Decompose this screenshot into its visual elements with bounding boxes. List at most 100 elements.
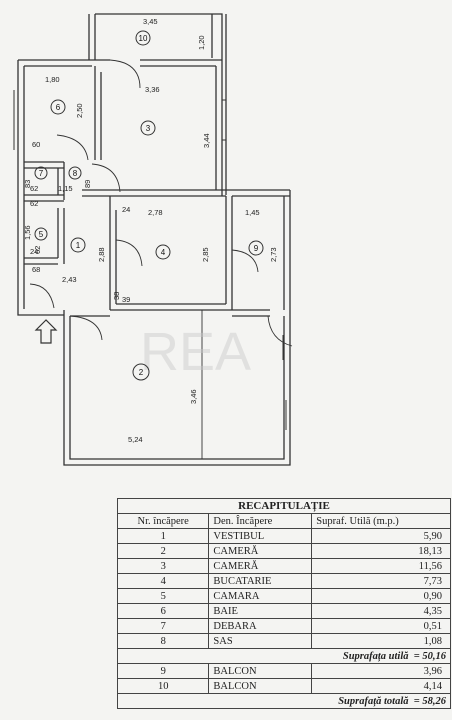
useful-area-row: Suprafața utilă = 50,16	[117, 648, 451, 664]
svg-text:3: 3	[146, 124, 151, 133]
svg-text:9: 9	[254, 244, 259, 253]
svg-text:2: 2	[139, 368, 144, 377]
dim-label: 5,24	[128, 435, 143, 444]
svg-text:4: 4	[161, 248, 166, 257]
header-name: Den. Încăpere	[208, 513, 313, 529]
dim-label: 62	[30, 199, 38, 208]
dim-label: 3,45	[143, 17, 158, 26]
dim-label: 38	[112, 292, 121, 300]
svg-text:8: 8	[73, 169, 78, 178]
recap-table: RECAPITULAȚIE Nr. încăpere Den. Încăpere…	[116, 498, 451, 709]
dim-label: 1,45	[245, 208, 260, 217]
outer-wall-left	[17, 60, 64, 316]
cell-area: 18,13	[311, 543, 451, 559]
cell-area: 3,96	[311, 663, 451, 679]
dim-label: 60	[32, 140, 40, 149]
header-nr: Nr. încăpere	[116, 513, 210, 529]
cell-name: DEBARA	[208, 618, 313, 634]
cell-area: 4,14	[311, 678, 451, 694]
dim-label: 3,46	[189, 389, 198, 404]
svg-text:5: 5	[39, 230, 44, 239]
room-marker-7: 7	[34, 166, 48, 180]
dim-label: 83	[23, 180, 32, 188]
cell-name: BUCATARIE	[208, 573, 313, 589]
cell-name: BALCON	[208, 678, 313, 694]
cell-area: 7,73	[311, 573, 451, 589]
entrance-arrow-icon	[34, 319, 58, 344]
dim-label: 62	[33, 246, 42, 254]
dim-label: 24	[122, 205, 130, 214]
cell-nr: 7	[116, 618, 210, 634]
dim-label: 1,15	[58, 184, 73, 193]
useful-area-label: Suprafața utilă	[342, 650, 409, 662]
dim-label: 2,43	[62, 275, 77, 284]
dim-label: 62	[30, 184, 38, 193]
balcony-10-outline	[94, 13, 223, 60]
cell-nr: 3	[116, 558, 210, 574]
dim-label: 1,20	[197, 35, 206, 50]
recap-header-row: Nr. încăpere Den. Încăpere Supraf. Utilă…	[116, 513, 451, 529]
header-area: Supraf. Utilă (m.p.)	[311, 513, 451, 529]
cell-name: CAMERĂ	[208, 558, 313, 574]
recap-title: RECAPITULAȚIE	[117, 498, 451, 514]
cell-nr: 5	[116, 588, 210, 604]
cell-area: 0,90	[311, 588, 451, 604]
room-marker-10: 10	[135, 30, 151, 46]
watermark: REA	[140, 322, 251, 382]
cell-name: CAMARA	[208, 588, 313, 604]
dim-label: 2,73	[269, 247, 278, 262]
floor-plan: REA 3,45 1,20 1,80 3,36 2,50 3,44 60 62 …	[13, 13, 293, 466]
cell-nr: 8	[116, 633, 210, 649]
dim-label: 39	[122, 295, 130, 304]
cell-area: 0,51	[311, 618, 451, 634]
dim-label: 3,44	[202, 133, 211, 148]
dim-label: 3,36	[145, 85, 160, 94]
dim-label: 2,88	[97, 247, 106, 262]
room-marker-5: 5	[34, 227, 48, 241]
dim-label: 24	[30, 247, 38, 256]
cell-nr: 2	[116, 543, 210, 559]
room-marker-2: 2	[132, 363, 150, 381]
room-marker-3: 3	[140, 120, 156, 136]
room-marker-9: 9	[248, 240, 264, 256]
room-markers: 10 6 3 7 8 5 1 4 9 2	[34, 30, 264, 381]
room-marker-6: 6	[50, 99, 66, 115]
useful-area-value: = 50,16	[413, 650, 446, 662]
room-2-outline	[63, 310, 291, 466]
cell-name: BAIE	[208, 603, 313, 619]
total-area-value: = 58,26	[413, 695, 446, 707]
dim-label: 1,80	[45, 75, 60, 84]
dim-label: 2,85	[201, 247, 210, 262]
dim-label: 2,50	[75, 103, 84, 118]
cell-name: SAS	[208, 633, 313, 649]
room-marker-4: 4	[155, 244, 171, 260]
cell-nr: 10	[116, 678, 210, 694]
dim-label: 89	[83, 180, 92, 188]
cell-name: CAMERĂ	[208, 543, 313, 559]
cell-area: 1,08	[311, 633, 451, 649]
total-area-label: Suprafață totală	[338, 695, 409, 707]
svg-text:1: 1	[76, 241, 81, 250]
total-area-row: Suprafață totală = 58,26	[117, 693, 451, 709]
cell-area: 11,56	[311, 558, 451, 574]
cell-nr: 4	[116, 573, 210, 589]
room-marker-8: 8	[68, 166, 82, 180]
room-marker-1: 1	[70, 237, 86, 253]
dimension-labels: 3,45 1,20 1,80 3,36 2,50 3,44 60 62 1,15…	[23, 17, 278, 444]
cell-nr: 1	[116, 528, 210, 544]
cell-area: 5,90	[311, 528, 451, 544]
svg-text:6: 6	[56, 103, 61, 112]
svg-text:7: 7	[39, 169, 44, 178]
cell-nr: 9	[116, 663, 210, 679]
cell-name: BALCON	[208, 663, 313, 679]
